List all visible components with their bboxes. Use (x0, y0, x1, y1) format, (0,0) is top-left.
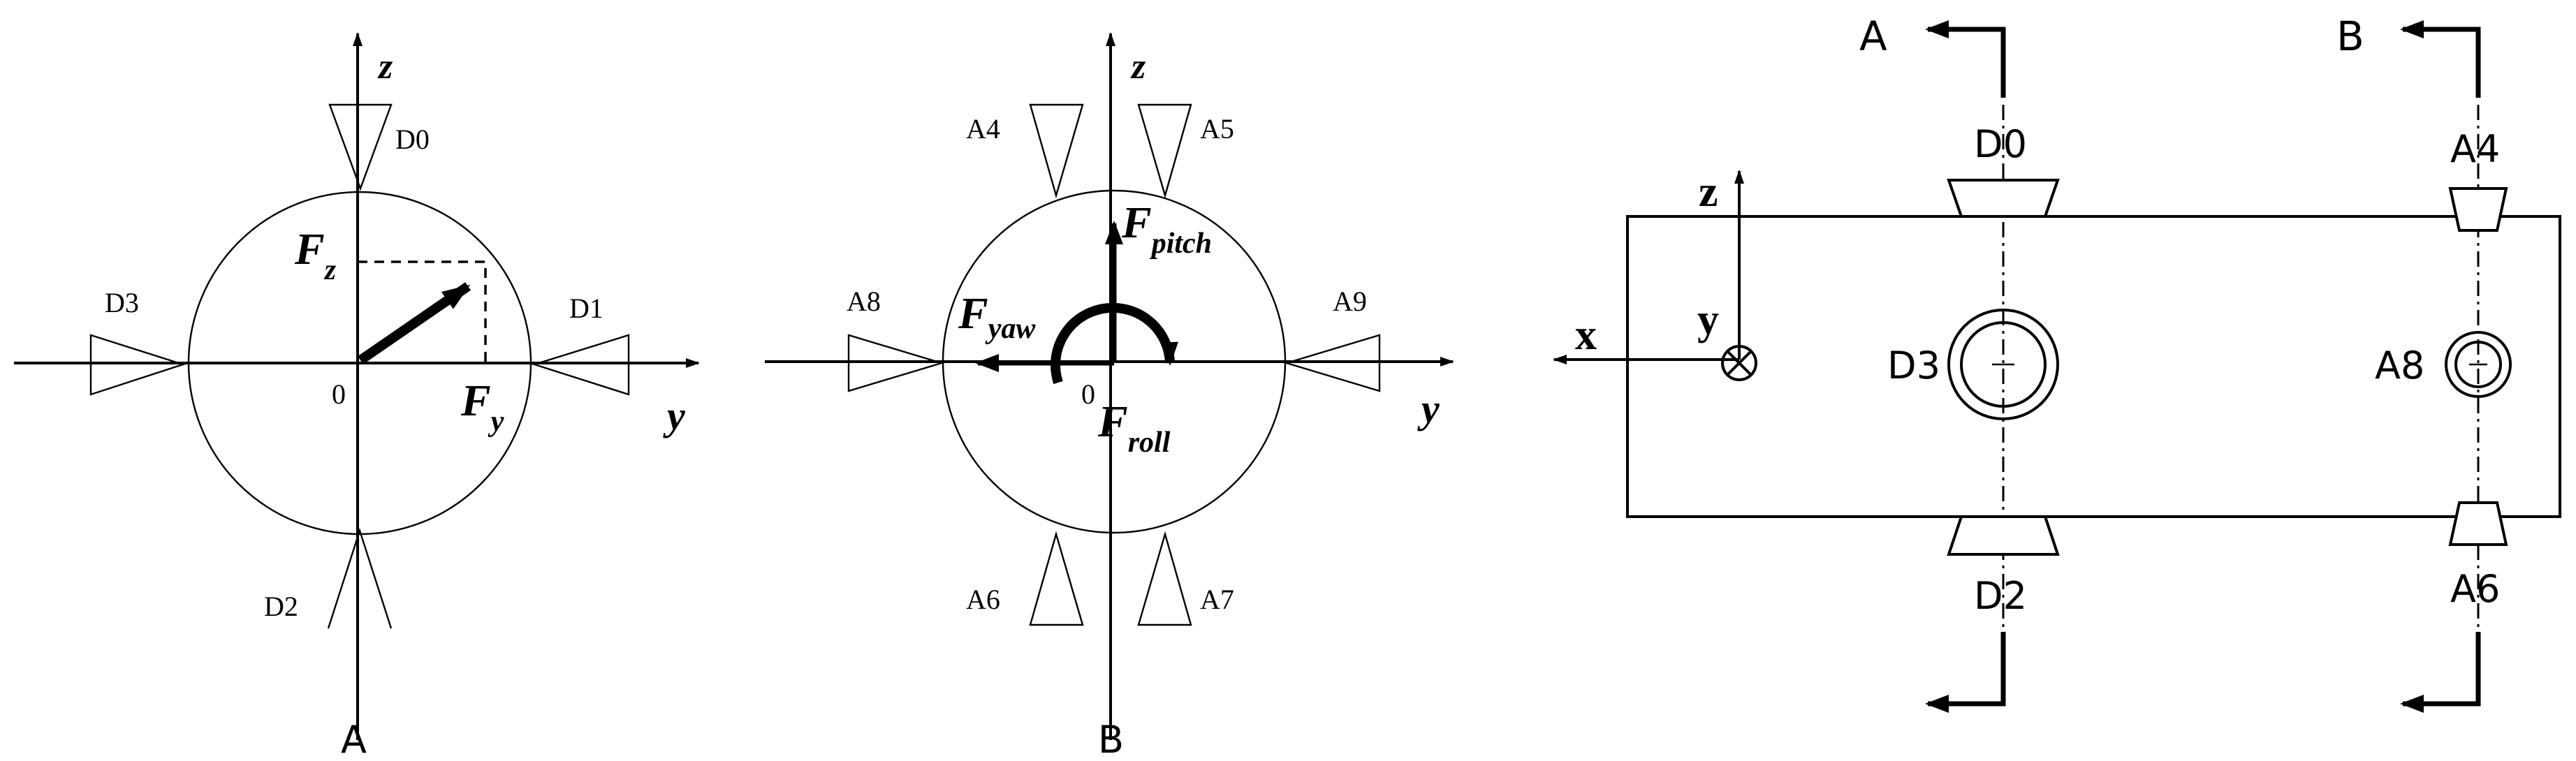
sensor-A4-side-label: A4 (2450, 127, 2500, 171)
roll-moment-arrow (1051, 302, 1178, 385)
sensor-D0-side-label: D0 (1974, 122, 2027, 166)
sensor-D2-trapezoid (1947, 515, 2060, 556)
sensor-D1-triangle (532, 334, 630, 396)
force-fz-symbol: F (294, 224, 325, 274)
sensor-A4-label: A4 (966, 113, 1000, 145)
resultant-force-arrow (358, 282, 471, 364)
sensor-D2-triangle (327, 528, 393, 629)
force-roll-symbol: F (1097, 397, 1128, 446)
sensor-D0-label: D0 (395, 124, 430, 155)
sensor-A5-triangle (1137, 103, 1192, 199)
force-fy-label: Fy (460, 376, 504, 438)
sensor-D3-triangle (89, 334, 186, 396)
panel2-y-label: y (1417, 386, 1440, 431)
sensor-A5-label: A5 (1200, 113, 1234, 145)
sensor-A6-triangle (1029, 531, 1084, 626)
panel1-circle (187, 191, 532, 535)
force-fz-label: Fz (294, 224, 337, 286)
sensor-D2-label: D2 (264, 591, 298, 622)
section-B-label: B (1098, 718, 1124, 761)
section-B-title: B (2336, 13, 2364, 60)
sensor-A7-label: A7 (1200, 584, 1234, 615)
panel-1-force-diagram: z y 0 A D0 D1 D2 D3 Fz Fy (14, 32, 700, 761)
force-fz-subscript: z (323, 254, 337, 286)
section-A-label: A (341, 718, 367, 761)
sensor-A6-trapezoid (2448, 501, 2508, 546)
sensor-A8-circle (2445, 331, 2512, 398)
panel-3-side-view: x y z A B D0 D3 D2 A4 A8 A6 (1553, 13, 2561, 713)
sensor-A7-triangle (1137, 531, 1192, 626)
force-yaw-symbol: F (958, 288, 988, 338)
force-yaw-label: Fyaw (958, 288, 1036, 345)
section-A-top-cut-arrow (1925, 20, 2006, 98)
panel3-y-label: y (1697, 296, 1719, 343)
force-pitch-label: Fpitch (1121, 198, 1212, 260)
sensor-A9-label: A9 (1333, 286, 1367, 317)
sensor-A9-triangle (1283, 334, 1381, 392)
force-roll-subscript: roll (1128, 427, 1171, 459)
sensor-D0-triangle (328, 103, 393, 191)
sensor-A8-side-label: A8 (2375, 343, 2424, 387)
section-B-bottom-cut-arrow (2400, 632, 2481, 713)
sensor-A6-side-label: A6 (2450, 567, 2500, 611)
fz-fy-dashed-guide (358, 260, 487, 363)
panel3-z-label: z (1699, 168, 1718, 216)
sensor-D3-label: D3 (105, 287, 139, 318)
panel3-y-axis-into-page-symbol (1721, 345, 1757, 381)
section-B-top-cut-arrow (2400, 20, 2481, 98)
sensor-D2-side-label: D2 (1974, 574, 2027, 618)
panel1-origin-label: 0 (332, 378, 346, 410)
sensor-A4-trapezoid (2448, 187, 2508, 232)
sensor-A4-triangle (1029, 103, 1084, 199)
sensor-D3-circle (1947, 309, 2059, 420)
sensor-A6-label: A6 (966, 584, 1000, 615)
panel2-circle (942, 189, 1287, 534)
sensor-D0-trapezoid (1947, 179, 2060, 218)
panel3-x-label: x (1575, 311, 1597, 359)
sensor-D1-label: D1 (569, 293, 603, 324)
sensor-D3-side-label: D3 (1887, 343, 1940, 387)
force-pitch-symbol: F (1121, 198, 1152, 247)
panel2-z-label: z (1130, 47, 1146, 87)
force-yaw-subscript: yaw (985, 313, 1037, 345)
force-fy-symbol: F (460, 376, 491, 425)
panel-2-force-diagram: z y 0 B A4 A5 A6 A7 A8 A9 Fpitch Fyaw Fr… (765, 32, 1454, 761)
panel1-y-label: y (663, 393, 685, 438)
panel2-origin-label: 0 (1081, 378, 1095, 410)
force-pitch-subscript: pitch (1150, 228, 1212, 260)
force-roll-label: Froll (1097, 397, 1171, 459)
sensor-A8-triangle (847, 334, 945, 392)
panel1-z-label: z (377, 47, 393, 87)
body-rectangle (1626, 215, 2561, 518)
section-A-bottom-cut-arrow (1925, 632, 2006, 713)
sensor-A8-label: A8 (847, 286, 881, 317)
section-A-title: A (1859, 13, 1887, 60)
